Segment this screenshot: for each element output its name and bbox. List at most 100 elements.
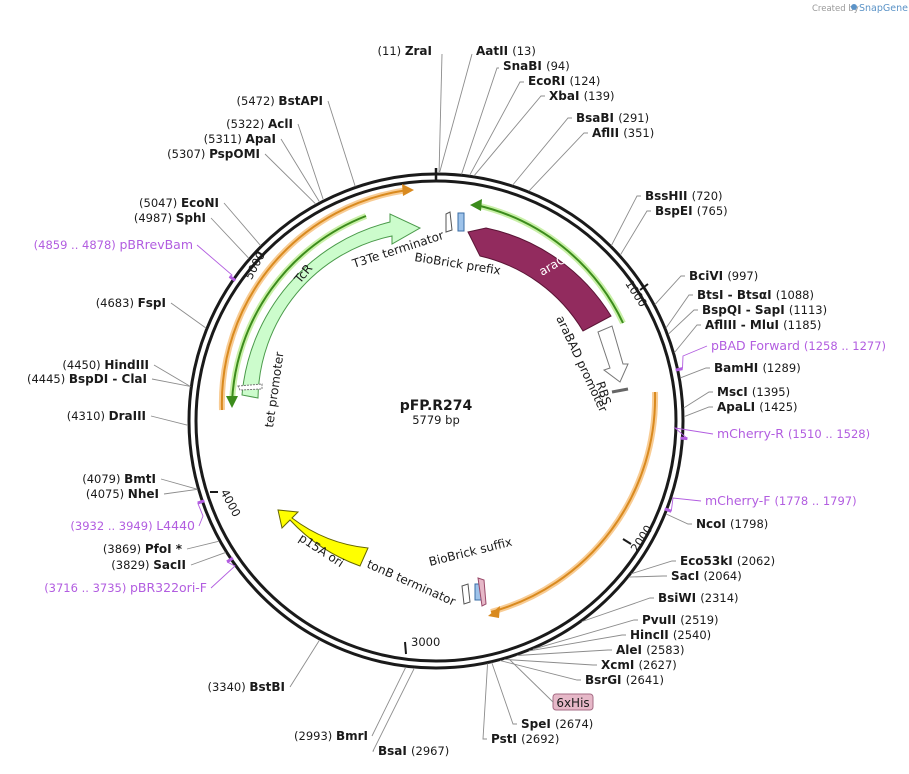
- site-position: (4450): [62, 358, 104, 372]
- restriction-site-label[interactable]: BspQI - SapI (1113): [702, 303, 827, 317]
- restriction-site-label[interactable]: BssHII (720): [645, 189, 723, 203]
- site-leader: [164, 489, 198, 494]
- arabad-promoter-feature[interactable]: [598, 326, 628, 382]
- primer-label[interactable]: (3716 .. 3735) pBR322ori-F: [44, 580, 207, 595]
- restriction-site-label[interactable]: (5472) BstAPI: [237, 94, 323, 108]
- site-position: (2062): [737, 554, 775, 568]
- restriction-site-label[interactable]: XcmI (2627): [601, 658, 677, 672]
- restriction-site-label[interactable]: HincII (2540): [630, 628, 711, 642]
- restriction-site-label[interactable]: NcoI (1798): [696, 517, 768, 531]
- restriction-site-label[interactable]: EcoRI (124): [528, 74, 600, 88]
- restriction-site-label[interactable]: (2993) BmrI: [294, 729, 368, 743]
- tcr-feature[interactable]: [242, 214, 420, 398]
- restriction-site-label[interactable]: (4310) DraIII: [67, 409, 146, 423]
- restriction-site-label[interactable]: (4450) HindIII: [62, 358, 149, 372]
- site-position: (2314): [700, 591, 738, 605]
- site-enzyme: SnaBI: [503, 59, 546, 73]
- primer-binding-mark: [676, 369, 683, 370]
- site-enzyme: XbaI: [549, 89, 584, 103]
- site-enzyme: SacI: [671, 569, 704, 583]
- primer-leader: [198, 503, 203, 526]
- restriction-site-label[interactable]: (3869) PfoI *: [103, 542, 183, 556]
- primer-name: pBRrevBam: [119, 237, 193, 252]
- restriction-site-label[interactable]: ApaLI (1425): [717, 400, 798, 414]
- orange-arrowhead-left: [402, 184, 414, 196]
- restriction-site-label[interactable]: (5307) PspOMI: [167, 147, 260, 161]
- restriction-site-label[interactable]: (5047) EcoNI: [139, 196, 219, 210]
- restriction-site-label[interactable]: SpeI (2674): [521, 717, 593, 731]
- site-leader: [191, 552, 226, 565]
- restriction-site-label[interactable]: AflII (351): [592, 126, 654, 140]
- restriction-site-label[interactable]: BsaI (2967): [378, 744, 449, 758]
- site-enzyme: PfoI *: [145, 542, 183, 556]
- restriction-site-label[interactable]: (4075) NheI: [86, 487, 159, 501]
- site-leader: [680, 368, 710, 378]
- restriction-site-label[interactable]: BamHI (1289): [714, 361, 801, 375]
- primer-label[interactable]: mCherry-F (1778 .. 1797): [705, 493, 857, 508]
- primer-leader: [211, 562, 235, 588]
- restriction-site-label[interactable]: AflIII - MluI (1185): [705, 318, 821, 332]
- restriction-site-label[interactable]: (11) ZraI: [378, 44, 432, 58]
- arac-feature[interactable]: [468, 228, 611, 331]
- site-enzyme: AclI: [268, 117, 293, 131]
- site-position: (351): [623, 126, 654, 140]
- primer-range: (3716 .. 3735): [44, 581, 130, 595]
- primer-label[interactable]: (3932 .. 3949) L4440: [70, 518, 195, 533]
- restriction-site-label[interactable]: AatII (13): [476, 44, 536, 58]
- site-enzyme: BciVI: [689, 269, 727, 283]
- tonb-terminator-feature[interactable]: [462, 584, 470, 604]
- restriction-site-label[interactable]: (4079) BmtI: [82, 472, 156, 486]
- site-leader: [474, 96, 545, 176]
- site-position: (4075): [86, 487, 128, 501]
- restriction-site-label[interactable]: BciVI (997): [689, 269, 758, 283]
- site-position: (2674): [555, 717, 593, 731]
- credit-brand: SnapGene: [859, 3, 908, 14]
- restriction-site-label[interactable]: (3829) SacII: [111, 558, 186, 572]
- restriction-site-label[interactable]: AleI (2583): [616, 643, 684, 657]
- biobrick-prefix-feature[interactable]: [458, 213, 464, 231]
- restriction-site-label[interactable]: (5311) ApaI: [204, 132, 276, 146]
- restriction-site-label[interactable]: BsrGI (2641): [585, 673, 664, 687]
- primer-leader: [682, 346, 707, 369]
- t3te-terminator-feature[interactable]: [446, 212, 452, 232]
- restriction-site-label[interactable]: (5322) AclI: [226, 117, 293, 131]
- restriction-site-label[interactable]: PstI (2692): [491, 732, 559, 746]
- restriction-site-label[interactable]: BsaBI (291): [576, 111, 649, 125]
- site-leader: [684, 407, 713, 417]
- restriction-site-label[interactable]: BspEI (765): [655, 204, 728, 218]
- restriction-site-label[interactable]: (4683) FspI: [96, 296, 166, 310]
- site-position: (3340): [207, 680, 249, 694]
- tet-promoter-feature[interactable]: [238, 384, 262, 390]
- primer-label[interactable]: pBAD Forward (1258 .. 1277): [711, 338, 886, 353]
- site-leader: [513, 118, 572, 185]
- restriction-site-label[interactable]: XbaI (139): [549, 89, 615, 103]
- site-leader: [211, 218, 249, 258]
- rbs-feature[interactable]: [612, 389, 628, 392]
- restriction-site-label[interactable]: BtsI - BtsαI (1088): [697, 288, 814, 302]
- restriction-site-label[interactable]: PvuII (2519): [642, 613, 719, 627]
- site-position: (5307): [167, 147, 209, 161]
- site-enzyme: BamHI: [714, 361, 762, 375]
- primer-name: pBR322ori-F: [130, 580, 207, 595]
- primer-label[interactable]: mCherry-R (1510 .. 1528): [717, 426, 870, 441]
- restriction-site-label[interactable]: MscI (1395): [717, 385, 790, 399]
- site-enzyme: EcoRI: [528, 74, 569, 88]
- restriction-site-label[interactable]: Eco53kI (2062): [680, 554, 775, 568]
- site-position: (2583): [646, 643, 684, 657]
- restriction-site-label[interactable]: (3340) BstBI: [207, 680, 285, 694]
- site-enzyme: FspI: [138, 296, 166, 310]
- tet-promoter-label: tet promoter: [262, 351, 286, 429]
- restriction-site-label[interactable]: (4987) SphI: [134, 211, 206, 225]
- restriction-site-label[interactable]: (4445) BspDI - ClaI: [27, 372, 147, 386]
- restriction-site-label[interactable]: SnaBI (94): [503, 59, 570, 73]
- site-enzyme: Eco53kI: [680, 554, 737, 568]
- restriction-site-label[interactable]: SacI (2064): [671, 569, 742, 583]
- primer-label[interactable]: (4859 .. 4878) pBRrevBam: [34, 237, 193, 252]
- site-enzyme: BstAPI: [278, 94, 323, 108]
- site-position: (997): [727, 269, 758, 283]
- site-enzyme: ApaI: [246, 132, 276, 146]
- restriction-site-label[interactable]: BsiWI (2314): [658, 591, 739, 605]
- site-position: (1395): [752, 385, 790, 399]
